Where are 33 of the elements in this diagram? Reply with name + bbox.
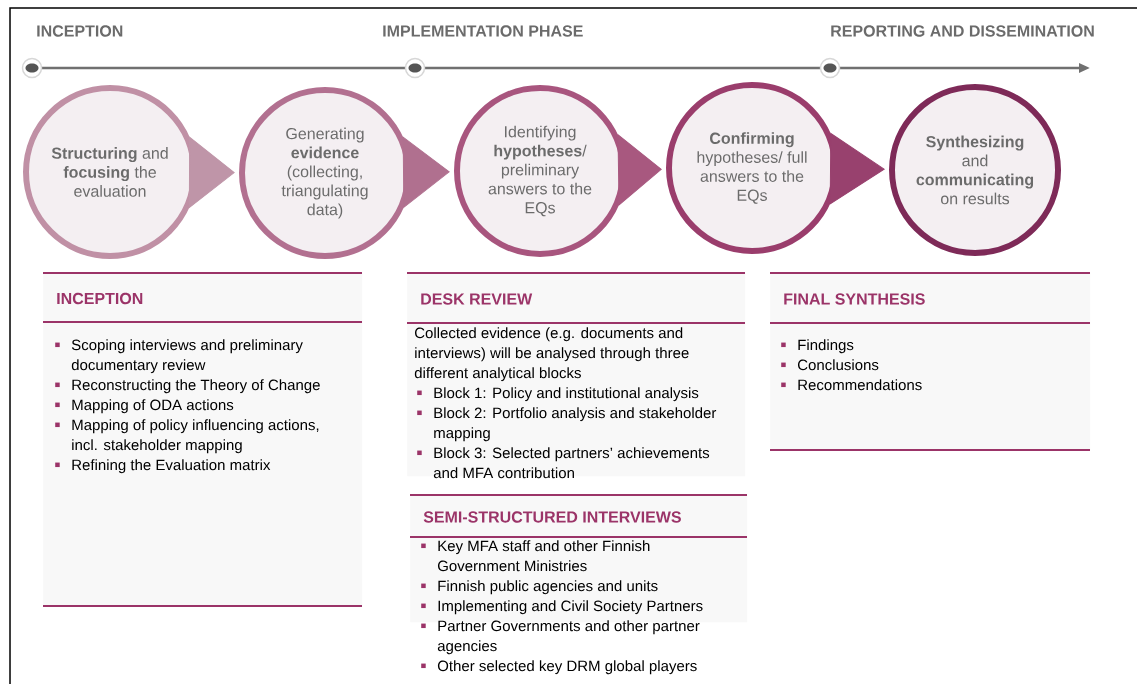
node-label: Block 1: Policy and institutional analysis <box>434 387 699 402</box>
panel <box>769 272 1091 451</box>
arrow <box>829 133 885 205</box>
node-label: Partner Governments and other partner agencies <box>437 620 700 655</box>
bullet-list: Scoping interviews and preliminary documentary review Reconstructing the Theory of Change Mapping of ODA actions Mapping of policy influencing actions, incl. stakeholder mapping Refining the Evaluation matrix <box>55 339 320 474</box>
node-label: Collected evidence (e.g. documents and interviews) will be analysed through three different analytical blocks <box>414 327 689 382</box>
arrow <box>617 134 662 206</box>
node-label: Mapping of policy influencing actions, incl. stakeholder mapping <box>72 419 319 454</box>
bullet-list: Key MFA staff and other Finnish Government Ministries Finnish public agencies and units Implementing and Civil Society Partners Partner Governments and other partner agencies Other selected key DRM global players <box>421 540 703 675</box>
node-label: Implementing and Civil Society Partners <box>438 600 703 615</box>
bullet-list: Findings Conclusions Recommendations <box>781 339 922 391</box>
node-label: Scoping interviews and preliminary documentary review <box>71 339 303 374</box>
panel <box>42 272 363 607</box>
panel-heading: SEMI-STRUCTURED INTERVIEWS <box>423 511 681 523</box>
node-label: Reconstructing the Theory of Change <box>72 379 320 394</box>
node-label: Other selected key DRM global players <box>437 660 697 675</box>
panel <box>409 494 748 675</box>
panel <box>406 272 746 479</box>
arrow <box>402 136 450 208</box>
phase-heading: INCEPTION <box>37 25 123 37</box>
phase-heading: IMPLEMENTATION PHASE <box>383 25 583 37</box>
panel-heading: DESK REVIEW <box>421 293 533 305</box>
node-label: Block 2: Portfolio analysis and stakeholder mapping <box>434 407 717 442</box>
arrow <box>188 136 235 208</box>
phase-heading: REPORTING AND DISSEMINATION <box>831 25 1094 37</box>
node-label: Refining the Evaluation matrix <box>72 459 271 474</box>
node-label: Block 3: Selected partners’ achievements and MFA contribution <box>433 447 710 479</box>
panel-heading: FINAL SYNTHESIS <box>784 293 925 305</box>
node-label: Finnish public agencies and units <box>438 580 658 595</box>
node-label: Mapping of ODA actions <box>72 399 234 414</box>
panel-heading: INCEPTION <box>57 292 143 305</box>
node-label: Key MFA staff and other Finnish Government Ministries <box>437 540 650 572</box>
bullet-list: Collected evidence (e.g. documents and interviews) will be analysed through three different analytical blocks Block 1: Policy and institutional analysis Block 2: Portfolio analysis and stakeholder mapping Block 3: Selected partners’ achievements and MFA contribution <box>414 327 717 479</box>
